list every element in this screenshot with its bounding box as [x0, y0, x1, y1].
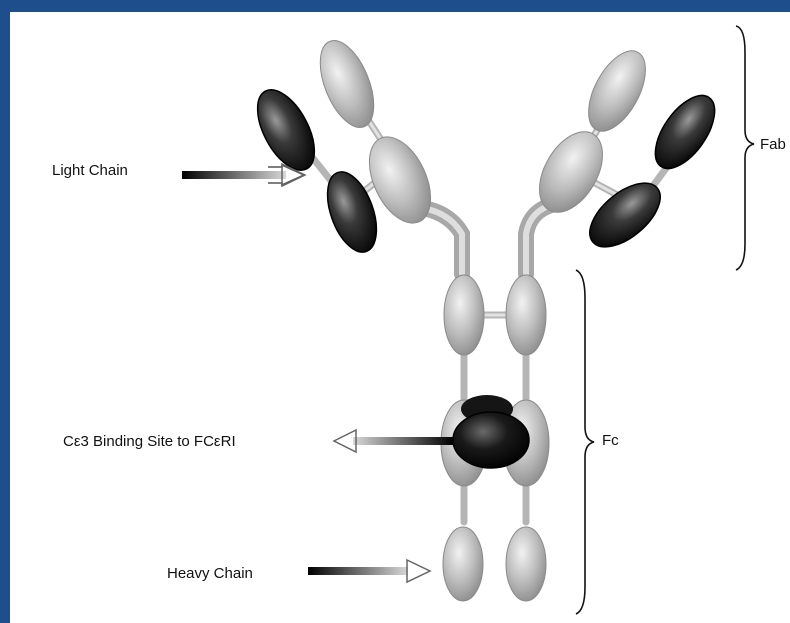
diagram-frame: Light Chain Cε3 Binding Site to FCεRI He… [10, 12, 790, 623]
right-vh-domain [577, 42, 657, 140]
fc-left-ch2-domain [444, 275, 484, 355]
fab-label: Fab [760, 136, 786, 153]
ce3-binding-site [453, 412, 529, 468]
right-hinge [526, 204, 555, 274]
light-chain-arrow [182, 164, 305, 186]
heavy-chain-label: Heavy Chain [167, 565, 253, 582]
binding-site-label: Cε3 Binding Site to FCεRI [63, 433, 236, 450]
fc-label: Fc [602, 432, 619, 449]
fc-left-ch4-domain [443, 527, 483, 601]
heavy-chain-arrow-tip [407, 560, 430, 582]
fc-right-ch2-domain [506, 275, 546, 355]
heavy-chain-domains [309, 33, 657, 601]
binding-site-arrow-tip [334, 430, 356, 452]
left-vh-domain [309, 33, 384, 135]
fab-brace [736, 26, 754, 270]
light-chain-label: Light Chain [52, 162, 128, 179]
light-chain-arrow-shaft [182, 171, 286, 179]
heavy-chain-arrow-shaft [308, 567, 408, 575]
antibody-diagram: Light Chain Cε3 Binding Site to FCεRI He… [10, 12, 790, 623]
right-vl-domain [644, 86, 727, 179]
binding-site-arrow-shaft [353, 437, 453, 445]
fc-brace [576, 270, 594, 614]
fc-right-ch4-domain [506, 527, 546, 601]
heavy-chain-arrow [308, 560, 430, 582]
binding-site-arrow [334, 430, 453, 452]
